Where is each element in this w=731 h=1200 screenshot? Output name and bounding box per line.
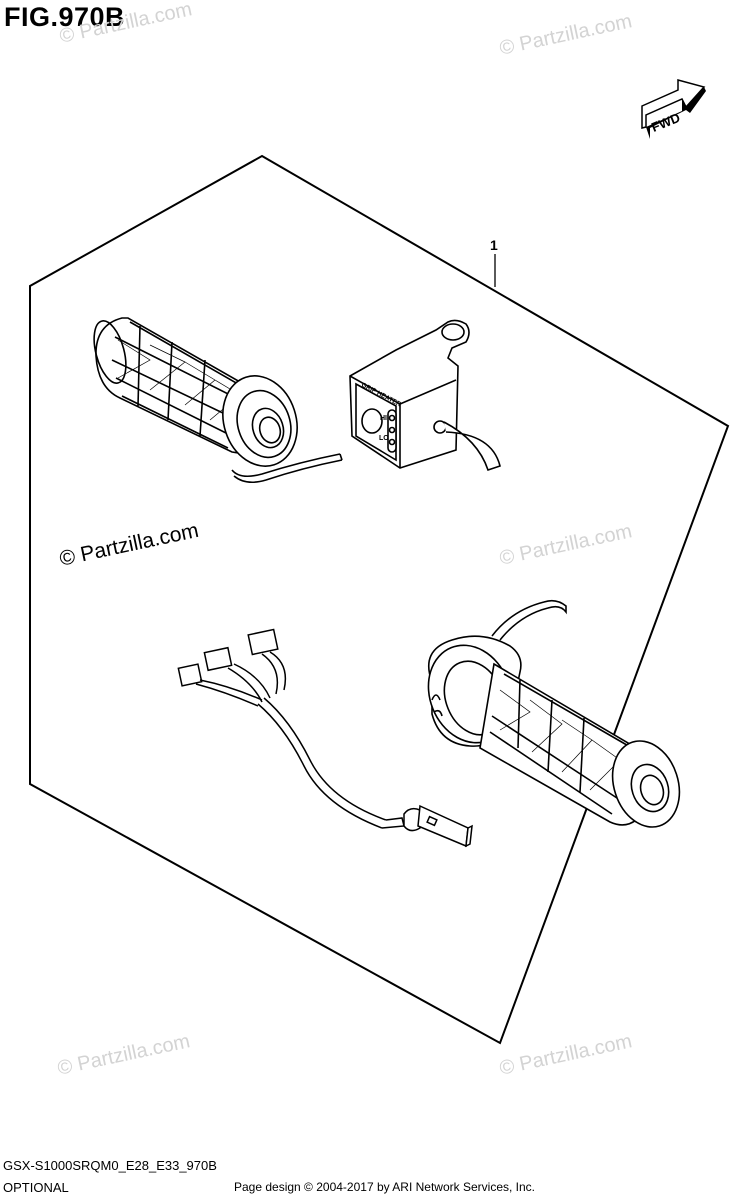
switch-hi-label: HI: [380, 415, 387, 422]
left-grip-heater: [93, 317, 343, 484]
figure-title: FIG.970B: [4, 2, 126, 32]
wiring-harness: [177, 628, 473, 848]
footer-category: OPTIONAL: [3, 1180, 69, 1195]
grip-heater-switch: GRIP HEATER HI LO: [349, 319, 501, 472]
right-grip-heater: [427, 599, 681, 828]
footer-copyright: Page design © 2004-2017 by ARI Network S…: [234, 1180, 536, 1194]
callout-number: 1: [490, 237, 498, 253]
fwd-arrow-icon: FWD: [641, 79, 706, 139]
fwd-label: FWD: [649, 110, 682, 135]
switch-lo-label: LO: [379, 435, 389, 442]
footer-model-code: GSX-S1000SRQM0_E28_E33_970B: [3, 1158, 217, 1173]
kit-outline: [29, 154, 730, 1045]
